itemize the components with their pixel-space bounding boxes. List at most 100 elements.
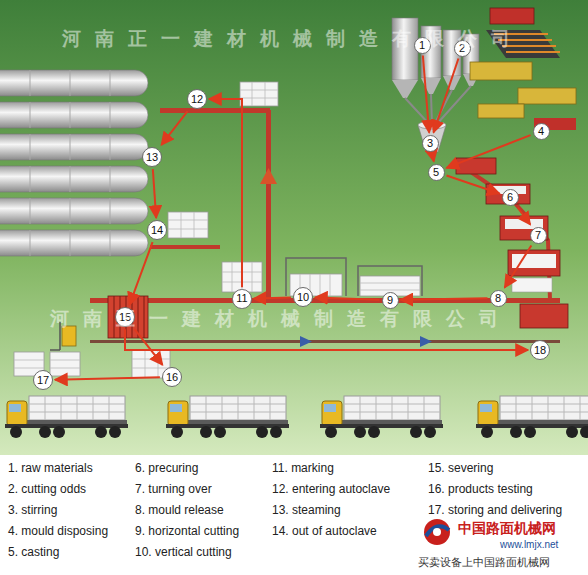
callout-marker: 7	[530, 227, 547, 244]
flow-arrow	[447, 135, 531, 168]
legend-item: 5. casting	[8, 546, 59, 560]
cutting-line-part	[260, 168, 277, 184]
logo-mark	[424, 519, 450, 545]
mould-line-part	[520, 304, 568, 328]
legend-item: 3. stirring	[8, 504, 57, 518]
trucks-part	[166, 396, 289, 438]
silos-part	[392, 80, 418, 98]
cutting-line-part	[160, 108, 270, 113]
callout-number: 17	[37, 375, 49, 386]
autoclaves-part	[168, 212, 208, 238]
severing-and-storage-part	[14, 360, 80, 368]
cutting-line	[90, 82, 560, 303]
legend-item: 12. entering autoclave	[272, 483, 390, 497]
cutting-line-part	[360, 283, 420, 290]
autoclaves-part	[0, 198, 148, 224]
autoclaves-part	[30, 70, 110, 256]
severing-and-storage-part	[420, 336, 432, 347]
callout-marker: 4	[533, 123, 550, 140]
callout-marker: 8	[490, 290, 507, 307]
mould-line-part	[486, 184, 530, 204]
autoclaves-part	[0, 166, 148, 192]
callout-number: 4	[538, 126, 544, 137]
callout-number: 7	[535, 230, 541, 241]
silos-part	[405, 86, 471, 125]
legend-item: 7. turning over	[135, 483, 212, 497]
callout-number: 13	[146, 152, 158, 163]
callout-number: 16	[166, 372, 178, 383]
legend-item: 14. out of autoclave	[272, 525, 377, 539]
severing-and-storage-part	[50, 352, 80, 376]
legend-item: 17. storing and delivering	[428, 504, 562, 518]
flow-arrow	[129, 242, 152, 305]
silos-part	[421, 78, 441, 94]
autoclaves-part	[168, 212, 208, 238]
mould-line-part	[512, 278, 552, 292]
flow-arrow	[55, 377, 160, 379]
legend-item: 15. severing	[428, 462, 493, 476]
legend-item: 2. cutting odds	[8, 483, 86, 497]
legend-item: 1. raw materials	[8, 462, 93, 476]
flow-arrow	[315, 297, 379, 299]
severing-and-storage-part	[90, 340, 560, 343]
mould-line-part	[456, 158, 496, 174]
autoclaves-part	[150, 245, 220, 249]
callout-number: 18	[534, 345, 546, 356]
severing-and-storage	[14, 296, 560, 378]
trucks-part	[5, 396, 128, 438]
flow-arrow	[432, 154, 434, 162]
watermark: 河南正一建材机械制造有限公司	[62, 28, 524, 50]
flow-arrow	[125, 329, 528, 350]
callout-marker: 3	[422, 135, 439, 152]
callout-number: 11	[236, 293, 247, 304]
background-part	[0, 0, 588, 455]
legend-item: 8. mould release	[135, 504, 224, 518]
flow-arrow	[134, 329, 162, 365]
logo-slogan: 买卖设备上中国路面机械网	[418, 557, 550, 570]
watermark: 河南正一建材机械制造有限公司	[50, 308, 512, 330]
trucks	[5, 396, 588, 438]
mould-line-part	[508, 250, 560, 276]
legend-item: 6. precuring	[135, 462, 198, 476]
legend-item: 13. steaming	[272, 504, 341, 518]
flow-arrow	[161, 111, 187, 145]
cutting-line-part	[240, 82, 278, 106]
raw-material-conveyors-part	[470, 62, 532, 80]
cutting-line-part	[222, 262, 262, 292]
logo-mark-part	[426, 526, 449, 536]
callout-number: 9	[387, 295, 393, 306]
background-part	[0, 455, 588, 575]
callout-number: 3	[427, 138, 433, 149]
logo-mark-part	[424, 519, 450, 545]
autoclaves-part	[0, 70, 148, 96]
callout-marker: 9	[382, 292, 399, 309]
silos-part	[418, 121, 446, 129]
logo-text: 中国路面机械网	[458, 520, 556, 536]
flow-arrow	[423, 56, 429, 133]
trucks-part	[476, 396, 588, 438]
flow-arrow	[447, 176, 500, 194]
flow-arrow	[153, 169, 156, 218]
severing-and-storage-part	[300, 336, 312, 347]
legend-item: 16. products testing	[428, 483, 533, 497]
mould-line-part	[512, 254, 556, 268]
cutting-line-part	[222, 262, 262, 292]
callout-marker: 6	[502, 189, 519, 206]
callout-number: 14	[151, 225, 163, 236]
legend-item: 9. horizontal cutting	[135, 525, 239, 539]
autoclaves-part	[0, 102, 148, 128]
legend-item: 11. marking	[272, 462, 334, 476]
autoclaves-part	[0, 230, 148, 256]
flow-arrow	[254, 297, 291, 298]
silos-part	[443, 76, 461, 90]
raw-material-conveyors-part	[478, 104, 524, 118]
raw-material-conveyors-part	[490, 8, 534, 24]
callout-number: 5	[433, 167, 439, 178]
cutting-line-part	[240, 82, 278, 106]
callout-number: 12	[191, 94, 203, 105]
callout-marker: 5	[428, 164, 445, 181]
cutting-line-part	[266, 110, 271, 300]
raw-material-conveyors-part	[518, 88, 576, 104]
flow-arrow	[401, 298, 488, 300]
legend-item: 10. vertical cutting	[135, 546, 232, 560]
